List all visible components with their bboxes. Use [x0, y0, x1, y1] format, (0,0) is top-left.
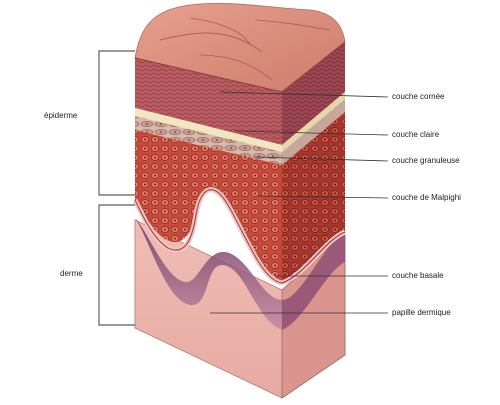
label-couche-claire: couche claire [392, 130, 440, 139]
epidermis-front [132, 58, 283, 286]
label-couche-basale: couche basale [392, 271, 444, 280]
label-couche-malpighi: couche de Malpighi [392, 193, 461, 202]
epiderme-bracket [98, 50, 135, 196]
derme-bracket [98, 204, 135, 326]
label-epiderme: épiderme [44, 111, 78, 120]
leader-couche-granuleuse [254, 156, 389, 162]
leader-couche-cornee [219, 91, 389, 98]
derme-block [134, 218, 346, 399]
leader-couche-claire [234, 130, 389, 136]
label-couche-granuleuse: couche granuleuse [392, 156, 460, 165]
label-derme: derme [60, 269, 83, 278]
leader-lines [210, 91, 389, 314]
label-couche-cornee: couche cornée [392, 92, 445, 101]
skin-surface [134, 2, 346, 93]
label-papille-dermique: papille dermique [392, 308, 451, 317]
leader-couche-malpighi [257, 195, 389, 199]
epidermis-side [281, 42, 347, 286]
bracket-lines [98, 50, 135, 326]
